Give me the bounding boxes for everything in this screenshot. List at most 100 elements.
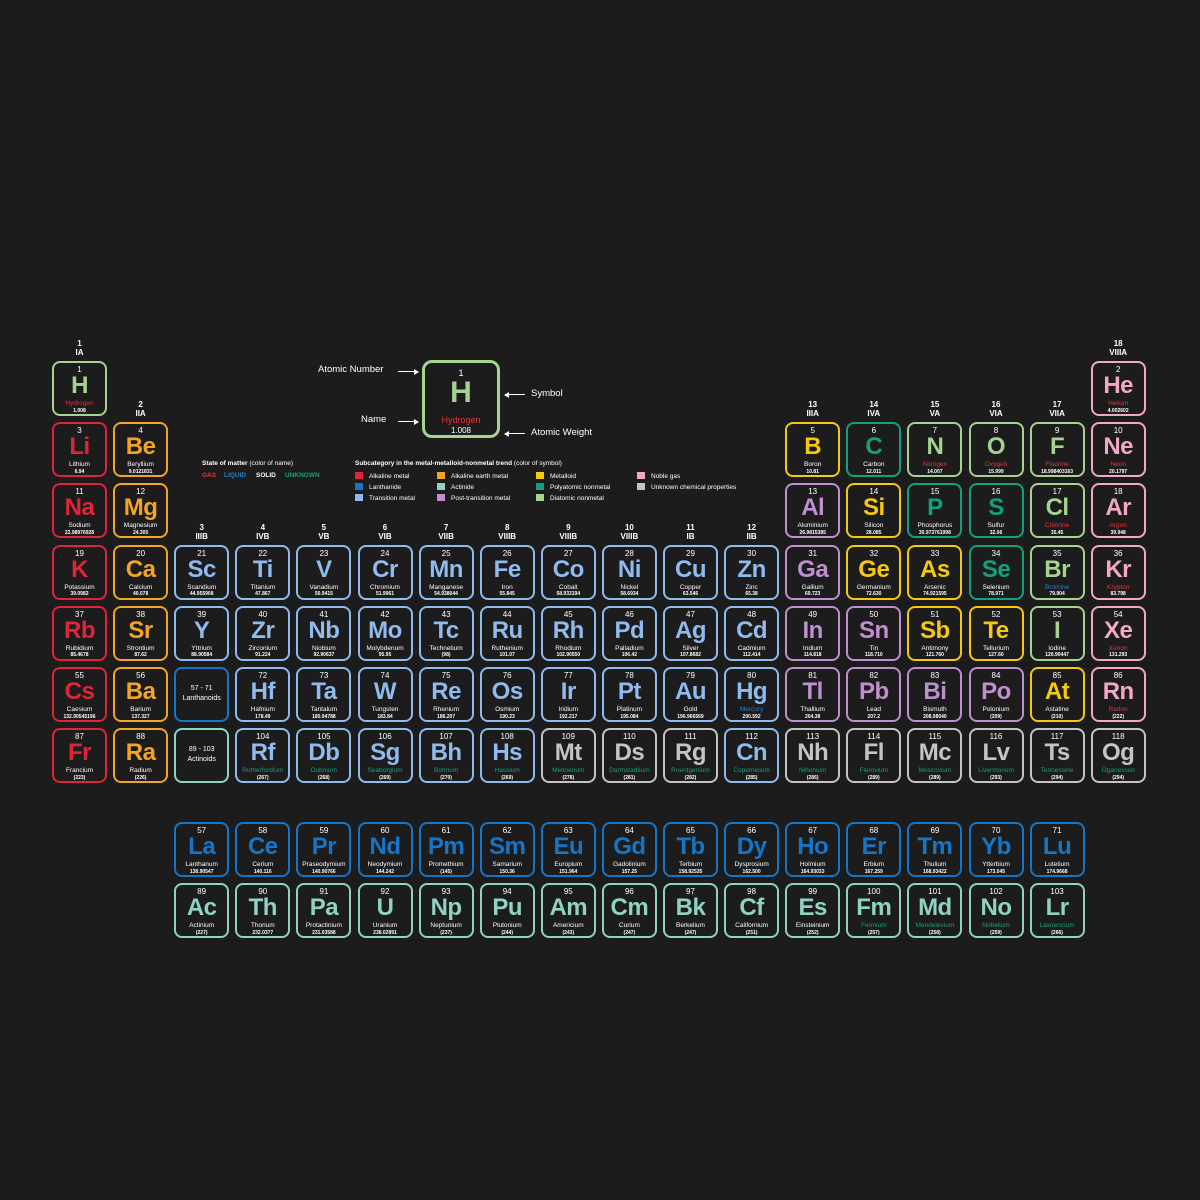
element-cell-se[interactable]: 34SeSelenium78.971 (968, 544, 1024, 600)
element-cell-np[interactable]: 93NpNeptunium(237) (418, 883, 474, 938)
element-cell-no[interactable]: 102NoNobelium(259) (968, 883, 1024, 938)
element-cell-yb[interactable]: 70YbYtterbium173.045 (968, 822, 1024, 877)
element-cell-hg[interactable]: 80HgMercury200.592 (724, 667, 780, 722)
element-cell-dy[interactable]: 66DyDysprosium162.500 (724, 822, 780, 877)
element-cell-xe[interactable]: 54XeXenon131.293 (1090, 605, 1146, 661)
element-cell-rg[interactable]: 111RgRoentgenium(282) (663, 728, 718, 784)
element-cell-mt[interactable]: 109MtMeitnerium(278) (540, 728, 596, 784)
element-cell-rb[interactable]: 37RbRubidium85.4678 (52, 605, 107, 661)
element-cell-c[interactable]: 6CCarbon12.011 (846, 422, 902, 478)
element-cell-be[interactable]: 4BeBeryllium9.0121831 (113, 422, 169, 478)
element-cell-hs[interactable]: 108HsHassium(269) (479, 728, 535, 784)
element-cell-rf[interactable]: 104RfRutherfordium(267) (235, 728, 291, 784)
element-cell-y[interactable]: 39YYttrium88.90584 (174, 605, 230, 661)
element-cell-pr[interactable]: 59PrPraseodymium140.90766 (296, 822, 352, 877)
element-cell-sr[interactable]: 38SrStrontium87.62 (113, 605, 169, 661)
element-cell-cm[interactable]: 96CmCurium(247) (601, 883, 657, 938)
element-cell-pt[interactable]: 78PtPlatinum195.084 (601, 667, 657, 722)
element-cell-hf[interactable]: 72HfHafnium178.49 (235, 667, 291, 722)
element-cell-o[interactable]: 8OOxygen15.999 (968, 422, 1024, 478)
placeholder-actinoids[interactable]: 89 - 103Actinoids (174, 728, 230, 784)
element-cell-rh[interactable]: 45RhRhodium102.90550 (540, 605, 596, 661)
element-cell-al[interactable]: 13AlAluminium26.9815385 (785, 483, 841, 539)
element-cell-ga[interactable]: 31GaGallium69.723 (785, 544, 841, 600)
element-cell-rn[interactable]: 86RnRadon(222) (1090, 667, 1146, 722)
element-cell-cf[interactable]: 98CfCalifornium(251) (724, 883, 780, 938)
element-cell-mn[interactable]: 25MnManganese54.938044 (418, 544, 474, 600)
element-cell-b[interactable]: 5BBoron10.81 (785, 422, 841, 478)
element-cell-w[interactable]: 74WTungsten183.84 (357, 667, 413, 722)
element-cell-pd[interactable]: 46PdPalladium106.42 (601, 605, 657, 661)
element-cell-ac[interactable]: 89AcActinium(227) (174, 883, 230, 938)
element-cell-co[interactable]: 27CoCobalt58.933194 (540, 544, 596, 600)
element-cell-pb[interactable]: 82PbLead207.2 (846, 667, 902, 722)
element-cell-ra[interactable]: 88RaRadium(226) (113, 728, 169, 784)
element-cell-nh[interactable]: 113NhNihonium(286) (785, 728, 841, 784)
element-cell-sm[interactable]: 62SmSamarium150.36 (479, 822, 535, 877)
element-cell-br[interactable]: 35BrBromine79.904 (1029, 544, 1085, 600)
element-cell-na[interactable]: 11NaSodium22.98976928 (52, 483, 107, 539)
element-cell-pu[interactable]: 94PuPlutonium(244) (479, 883, 535, 938)
element-cell-at[interactable]: 85AtAstatine(210) (1029, 667, 1085, 722)
element-cell-fr[interactable]: 87FrFrancium(223) (52, 728, 107, 784)
element-cell-ho[interactable]: 67HoHolmium164.93033 (785, 822, 841, 877)
element-cell-db[interactable]: 105DbDubnium(268) (296, 728, 352, 784)
element-cell-li[interactable]: 3LiLithium6.94 (52, 422, 107, 478)
element-cell-ag[interactable]: 47AgSilver107.8682 (663, 605, 718, 661)
element-cell-bk[interactable]: 97BkBerkelium(247) (663, 883, 718, 938)
element-cell-lu[interactable]: 71LuLutetium174.9668 (1029, 822, 1085, 877)
element-cell-zr[interactable]: 40ZrZirconium91.224 (235, 605, 291, 661)
element-cell-ti[interactable]: 22TiTitanium47.867 (235, 544, 291, 600)
element-cell-pa[interactable]: 91PaProtactinium231.03588 (296, 883, 352, 938)
element-cell-er[interactable]: 68ErErbium167.259 (846, 822, 902, 877)
element-cell-cr[interactable]: 24CrChromium51.9961 (357, 544, 413, 600)
element-cell-tc[interactable]: 43TcTechnetium(98) (418, 605, 474, 661)
element-cell-sn[interactable]: 50SnTin118.710 (846, 605, 902, 661)
element-cell-cl[interactable]: 17ClChlorine35.45 (1029, 483, 1085, 539)
element-cell-md[interactable]: 101MdMendelevium(258) (907, 883, 963, 938)
element-cell-es[interactable]: 99EsEinsteinium(252) (785, 883, 841, 938)
element-cell-tb[interactable]: 65TbTerbium158.92535 (663, 822, 718, 877)
element-cell-nd[interactable]: 60NdNeodymium144.242 (357, 822, 413, 877)
element-cell-sc[interactable]: 21ScScandium44.955908 (174, 544, 230, 600)
element-cell-bh[interactable]: 107BhBohrium(270) (418, 728, 474, 784)
element-cell-ar[interactable]: 18ArArgon39.948 (1090, 483, 1146, 539)
element-cell-ts[interactable]: 117TsTennessine(294) (1029, 728, 1085, 784)
element-cell-mo[interactable]: 42MoMolybdenum95.95 (357, 605, 413, 661)
placeholder-lanthanoids[interactable]: 57 - 71Lanthanoids (174, 667, 230, 722)
element-cell-ds[interactable]: 110DsDarmstadtium(281) (601, 728, 657, 784)
element-cell-ca[interactable]: 20CaCalcium40.078 (113, 544, 169, 600)
element-cell-he[interactable]: 2HeHelium4.002602 (1090, 361, 1146, 416)
element-cell-tl[interactable]: 81TlThallium204.38 (785, 667, 841, 722)
element-cell-si[interactable]: 14SiSilicon28.085 (846, 483, 902, 539)
element-cell-ni[interactable]: 28NiNickel58.6934 (601, 544, 657, 600)
element-cell-zn[interactable]: 30ZnZinc65.38 (724, 544, 780, 600)
element-cell-as[interactable]: 33AsArsenic74.921595 (907, 544, 963, 600)
element-cell-te[interactable]: 52TeTellurium127.60 (968, 605, 1024, 661)
element-cell-os[interactable]: 76OsOsmium190.23 (479, 667, 535, 722)
element-cell-og[interactable]: 118OgOganesson(294) (1090, 728, 1146, 784)
element-cell-kr[interactable]: 36KrKrypton83.798 (1090, 544, 1146, 600)
element-cell-ir[interactable]: 77IrIridium192.217 (540, 667, 596, 722)
element-cell-s[interactable]: 16SSulfur32.06 (968, 483, 1024, 539)
element-cell-v[interactable]: 23VVanadium50.9415 (296, 544, 352, 600)
element-cell-p[interactable]: 15PPhosphorus30.973761998 (907, 483, 963, 539)
element-cell-nb[interactable]: 41NbNiobium92.90637 (296, 605, 352, 661)
element-cell-fl[interactable]: 114FlFlerovium(289) (846, 728, 902, 784)
element-cell-la[interactable]: 57LaLanthanum138.90547 (174, 822, 230, 877)
element-cell-sg[interactable]: 106SgSeaborgium(269) (357, 728, 413, 784)
element-cell-mc[interactable]: 115McMoscovium(289) (907, 728, 963, 784)
element-cell-pm[interactable]: 61PmPromethium(145) (418, 822, 474, 877)
element-cell-ge[interactable]: 32GeGermanium72.630 (846, 544, 902, 600)
element-cell-in[interactable]: 49InIndium114.818 (785, 605, 841, 661)
element-cell-re[interactable]: 75ReRhenium186.207 (418, 667, 474, 722)
element-cell-ba[interactable]: 56BaBarium137.327 (113, 667, 169, 722)
element-cell-cs[interactable]: 55CsCaesium132.90545196 (52, 667, 107, 722)
element-cell-bi[interactable]: 83BiBismuth208.98040 (907, 667, 963, 722)
element-cell-fe[interactable]: 26FeIron55.845 (479, 544, 535, 600)
element-cell-f[interactable]: 9FFluorine18.998403163 (1029, 422, 1085, 478)
element-cell-ta[interactable]: 73TaTantalum180.94788 (296, 667, 352, 722)
element-cell-gd[interactable]: 64GdGadolinium157.25 (601, 822, 657, 877)
element-cell-k[interactable]: 19KPotassium39.0983 (52, 544, 107, 600)
element-cell-lv[interactable]: 116LvLivermorium(293) (968, 728, 1024, 784)
